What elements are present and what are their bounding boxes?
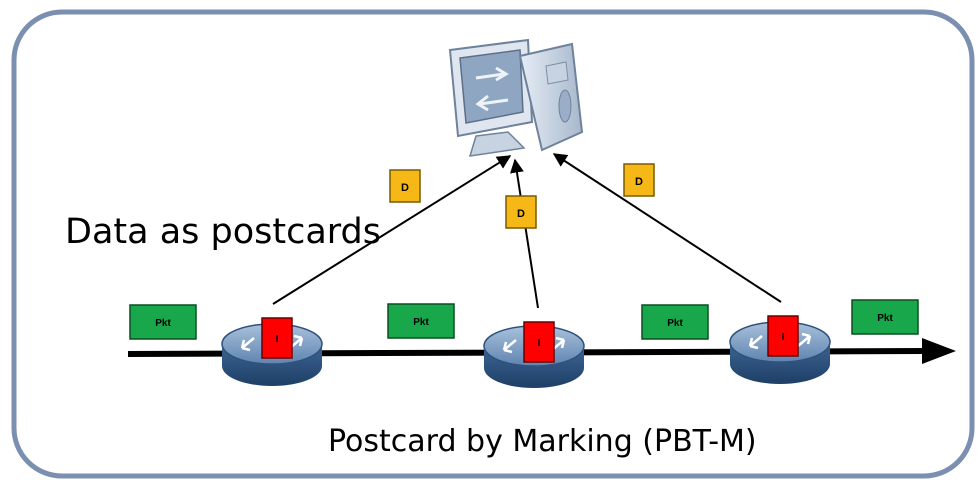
svg-text:I: I bbox=[276, 334, 279, 345]
packet-1: Pkt bbox=[129, 304, 197, 340]
packet-4: Pkt bbox=[851, 299, 919, 335]
computer-server-icon bbox=[448, 38, 584, 157]
marker-3: I bbox=[767, 315, 799, 357]
svg-text:Pkt: Pkt bbox=[155, 318, 171, 329]
packet-3: Pkt bbox=[641, 304, 709, 340]
postcard-arrow-2 bbox=[510, 158, 539, 309]
postcard-1: D bbox=[389, 169, 421, 203]
packet-2: Pkt bbox=[387, 303, 455, 339]
svg-text:D: D bbox=[517, 208, 525, 220]
marker-1: I bbox=[261, 317, 293, 359]
svg-text:Pkt: Pkt bbox=[413, 317, 429, 328]
caption-label: Postcard by Marking (PBT-M) bbox=[328, 424, 757, 459]
postcard-arrow-1 bbox=[272, 155, 512, 305]
svg-text:Pkt: Pkt bbox=[667, 318, 683, 329]
svg-text:D: D bbox=[635, 176, 643, 188]
router-icon bbox=[483, 325, 585, 388]
marker-2: I bbox=[523, 321, 555, 363]
svg-text:Pkt: Pkt bbox=[877, 313, 893, 324]
postcard-arrow-3 bbox=[552, 153, 782, 303]
svg-text:D: D bbox=[401, 182, 409, 194]
data-as-postcards-label: Data as postcards bbox=[65, 212, 381, 252]
postcard-2: D bbox=[505, 195, 537, 229]
postcard-3: D bbox=[623, 163, 655, 197]
svg-text:I: I bbox=[538, 338, 541, 349]
router-icon bbox=[729, 321, 831, 384]
svg-text:I: I bbox=[782, 332, 785, 343]
